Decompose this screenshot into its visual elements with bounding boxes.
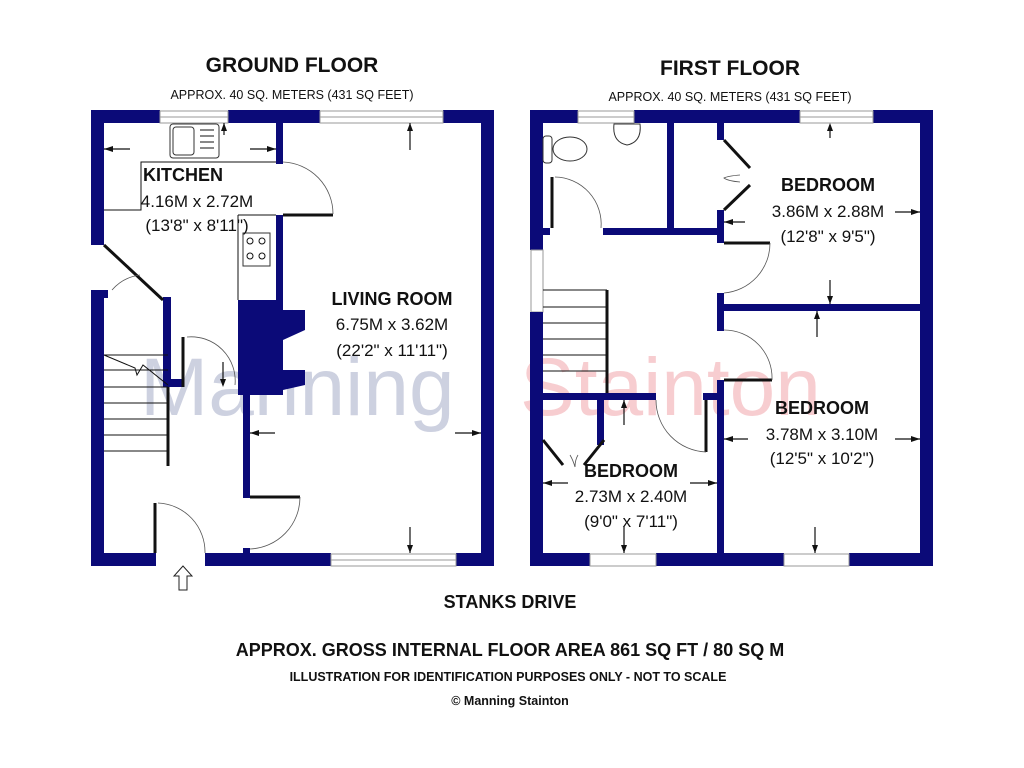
bedroom3-label: BEDROOM [584, 461, 678, 481]
living-room-label: LIVING ROOM [332, 289, 453, 309]
bedroom1-imperial: (12'8" x 9'5") [780, 227, 875, 246]
watermark-stainton: Stainton [520, 342, 821, 433]
gross-area: APPROX. GROSS INTERNAL FLOOR AREA 861 SQ… [236, 640, 784, 660]
entrance-arrow-icon [172, 565, 194, 591]
bedroom2-label: BEDROOM [775, 398, 869, 418]
copyright: © Manning Stainton [451, 694, 569, 708]
living-room-imperial: (22'2" x 11'11") [336, 341, 448, 360]
bedroom1-metric: 3.86M x 2.88M [772, 202, 884, 221]
kitchen-imperial: (13'8" x 8'11") [145, 216, 248, 235]
ground-floor-area: APPROX. 40 SQ. METERS (431 SQ FEET) [170, 88, 413, 102]
first-floor-title: FIRST FLOOR [660, 57, 800, 80]
ground-floor-plan [91, 110, 494, 591]
disclaimer: ILLUSTRATION FOR IDENTIFICATION PURPOSES… [290, 670, 727, 684]
first-floor-area: APPROX. 40 SQ. METERS (431 SQ FEET) [608, 90, 851, 104]
ground-floor-title: GROUND FLOOR [206, 54, 379, 77]
bedroom2-metric: 3.78M x 3.10M [766, 425, 878, 444]
kitchen-metric: 4.16M x 2.72M [141, 192, 253, 211]
bedroom3-metric: 2.73M x 2.40M [575, 487, 687, 506]
bedroom3-imperial: (9'0" x 7'11") [584, 512, 678, 531]
bedroom1-label: BEDROOM [781, 175, 875, 195]
kitchen-label: KITCHEN [143, 165, 223, 185]
bedroom2-imperial: (12'5" x 10'2") [770, 449, 875, 468]
first-floor-plan [530, 110, 933, 567]
living-room-metric: 6.75M x 3.62M [336, 315, 448, 334]
watermark-manning: Manning [140, 342, 455, 433]
street-name: STANKS DRIVE [444, 592, 577, 612]
